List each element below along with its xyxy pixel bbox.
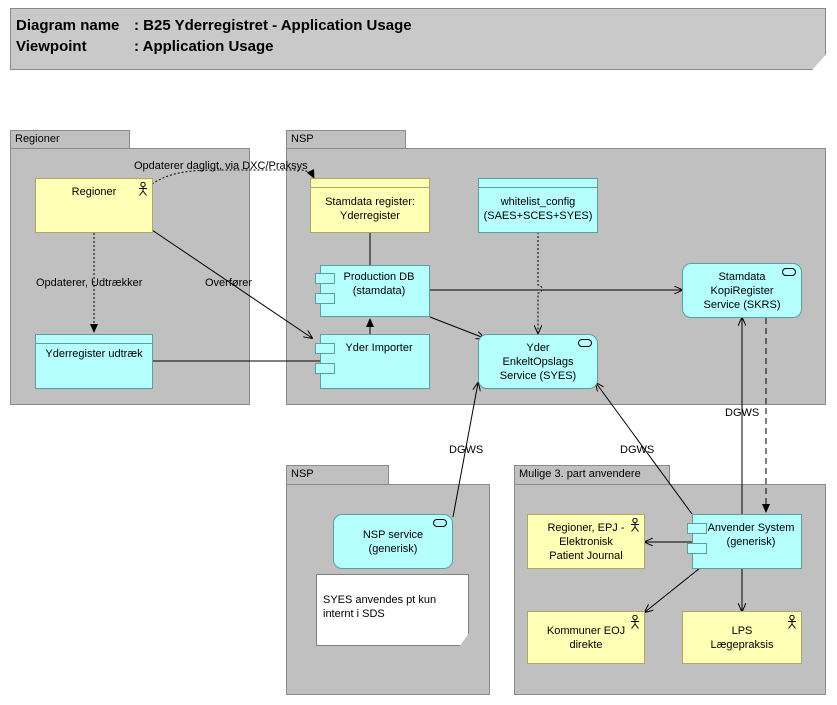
label-opdaterer-udtraekker: Opdaterer, Udtrækker (36, 277, 143, 289)
label-opdaterer-dagligt: Opdaterer dagligt, via DXC/Praksys (134, 160, 308, 172)
node-stamdata-kopi-label: Stamdata KopiRegister Service (SKRS) (703, 270, 781, 311)
actor-icon (788, 615, 796, 629)
group-nsp-small-label: NSP (291, 468, 314, 480)
diagram-header: Diagram name : B25 Yderregistret - Applic… (10, 8, 826, 70)
edge-nsp-syes (452, 383, 478, 518)
node-production-db-label: Production DB (stamdata) (343, 271, 415, 297)
label-overforer: Overfører (205, 277, 253, 289)
node-anvender-system-label: Anvender System (generisk) (707, 522, 795, 548)
data-object-bar (479, 187, 597, 188)
actor-icon (631, 615, 639, 629)
component-icon (687, 543, 707, 554)
node-regioner-actor[interactable]: Regioner (35, 178, 153, 233)
group-nsp-small-tab[interactable]: NSP (286, 465, 389, 485)
node-whitelist-config[interactable]: whitelist_config (SAES+SCES+SYES) (478, 178, 598, 233)
node-whitelist-config-label: whitelist_config (SAES+SCES+SYES) (483, 195, 593, 222)
service-icon (578, 339, 592, 347)
service-icon (782, 268, 796, 276)
edge-production-syes (429, 316, 484, 338)
node-yderregister-udtraek[interactable]: Yderregister udtræk (35, 334, 153, 389)
node-yder-enkelt-service[interactable]: Yder EnkeltOpslags Service (SYES) (478, 334, 598, 389)
edge-overforer (151, 229, 312, 338)
component-icon (315, 273, 335, 284)
group-mulige-tab[interactable]: Mulige 3. part anvendere (514, 465, 670, 485)
viewpoint-value: : Application Usage (134, 38, 274, 55)
group-regioner-label: Regioner (15, 133, 60, 145)
actor-icon (631, 518, 639, 532)
service-icon (433, 519, 447, 527)
node-nsp-service[interactable]: NSP service (generisk) (333, 514, 453, 569)
data-object-bar (36, 343, 152, 344)
label-dgws-skrs: DGWS (725, 407, 760, 419)
node-lps-label: LPS Lægepraksis (710, 624, 774, 651)
group-nsp-main-tab[interactable]: NSP (286, 130, 406, 150)
component-icon (315, 293, 335, 304)
note-syes-text: SYES anvendes pt kun internt i SDS (323, 594, 437, 620)
label-dgws-anvender: DGWS (620, 444, 655, 456)
diagram-name-label: Diagram name (16, 17, 120, 34)
edge-whitelist-syes (538, 232, 543, 333)
data-object-bar (311, 187, 429, 188)
group-mulige-label: Mulige 3. part anvendere (519, 468, 641, 480)
component-icon (687, 523, 707, 534)
node-stamdata-kopi-service[interactable]: Stamdata KopiRegister Service (SKRS) (682, 263, 802, 318)
note-syes[interactable]: SYES anvendes pt kun internt i SDS (316, 574, 469, 646)
node-regioner-epj[interactable]: Regioner, EPJ - Elektronisk Patient Jour… (527, 514, 645, 569)
node-anvender-system[interactable]: Anvender System (generisk) (687, 514, 802, 569)
node-yderregister-udtraek-label: Yderregister udtræk (45, 348, 143, 360)
viewpoint-line: Viewpoint : Application Usage (16, 38, 273, 55)
node-stamdata-register[interactable]: Stamdata register: Yderregister (310, 178, 430, 233)
label-dgws-nsp: DGWS (449, 444, 484, 456)
viewpoint-label: Viewpoint (16, 38, 87, 55)
edge-anvender-kommuner (645, 567, 701, 612)
edge-anvender-syes (596, 383, 693, 515)
actor-icon (139, 182, 147, 196)
node-stamdata-register-label: Stamdata register: Yderregister (325, 195, 415, 222)
node-nsp-service-label: NSP service (generisk) (362, 528, 424, 555)
group-nsp-main-label: NSP (291, 133, 314, 145)
edge-regioner-stamdata (151, 169, 315, 185)
diagram-name-line: Diagram name : B25 Yderregistret - Applic… (16, 17, 412, 34)
diagram-name-value: : B25 Yderregistret - Application Usage (134, 17, 412, 34)
node-kommuner-eoj[interactable]: Kommuner EOJ direkte (527, 611, 645, 664)
node-regioner-epj-label: Regioner, EPJ - Elektronisk Patient Jour… (547, 521, 625, 562)
node-lps[interactable]: LPS Lægepraksis (682, 611, 802, 664)
node-yder-enkelt-label: Yder EnkeltOpslags Service (SYES) (499, 341, 577, 382)
node-yder-importer-label: Yder Importer (345, 342, 413, 354)
node-yder-importer[interactable]: Yder Importer (315, 334, 430, 389)
node-production-db[interactable]: Production DB (stamdata) (315, 265, 430, 317)
component-icon (315, 343, 335, 354)
node-kommuner-eoj-label: Kommuner EOJ direkte (546, 624, 626, 651)
node-regioner-actor-label: Regioner (71, 186, 117, 198)
component-icon (315, 363, 335, 374)
